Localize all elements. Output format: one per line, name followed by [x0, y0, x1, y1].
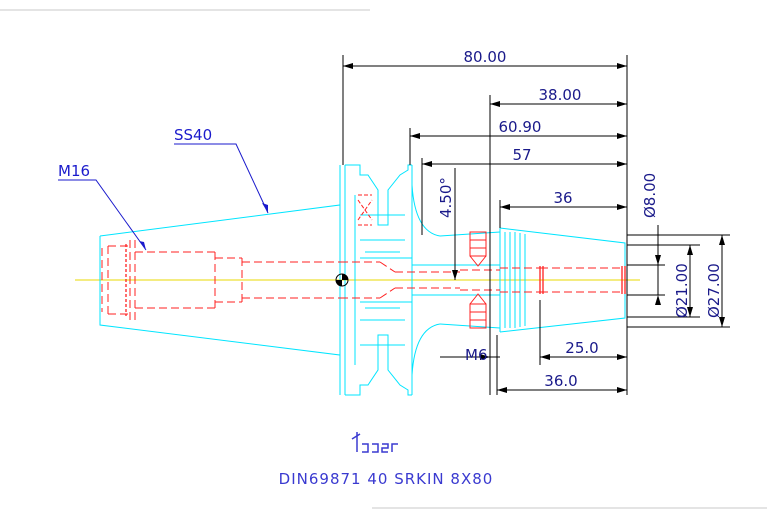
- flange-screw: [357, 194, 373, 226]
- solid-red-features: [125, 244, 626, 316]
- dim-diameter-21: Ø21.00: [673, 263, 691, 318]
- dim-36: 36: [553, 189, 572, 207]
- dim-diameter-8: Ø8.00: [641, 173, 659, 218]
- set-screw-bottom: [469, 293, 487, 329]
- dim-60-90: 60.90: [499, 118, 542, 136]
- dim-57: 57: [512, 146, 531, 164]
- callout-ss40-label: SS40: [174, 126, 212, 144]
- dim-36-0: 36.0: [544, 372, 577, 390]
- part-number: DIN69871 40 SRKIN 8X80: [279, 470, 494, 488]
- dim-diameter-27: Ø27.00: [705, 263, 723, 318]
- set-screw-top: [469, 231, 487, 267]
- callout-m6-label: M6: [465, 346, 488, 364]
- internal-bore: [101, 240, 622, 320]
- callout-m16-label: M16: [58, 162, 90, 180]
- callout-ss40: SS40: [174, 126, 269, 214]
- nose: [360, 227, 626, 333]
- dim-overall-length: 80.00: [464, 48, 507, 66]
- arrowheads: [343, 63, 725, 393]
- dimension-lines: [342, 55, 730, 395]
- center-mark-icon: [335, 273, 349, 287]
- callout-m16: M16: [58, 162, 147, 251]
- dim-25: 25.0: [565, 339, 598, 357]
- iscar-logo-icon: [351, 432, 398, 453]
- dim-38: 38.00: [539, 86, 582, 104]
- dim-taper-angle: 4.50°: [437, 177, 455, 218]
